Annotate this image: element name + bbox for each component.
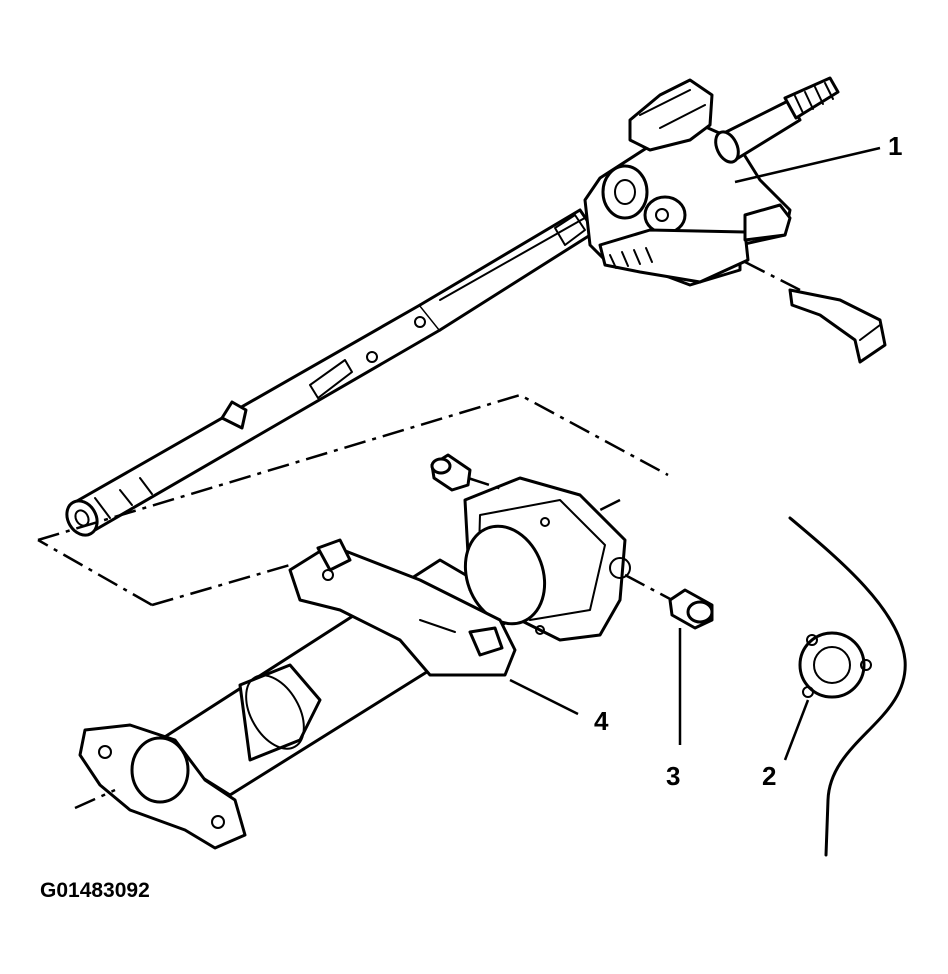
callout-2: 2	[762, 761, 776, 791]
upper-column-housing	[583, 76, 840, 287]
callout-3: 3	[666, 761, 680, 791]
lower-column-jacket	[74, 476, 631, 850]
callout-1: 1	[888, 131, 902, 161]
detail-view-bearing	[788, 516, 907, 857]
phantom-outline	[37, 393, 669, 607]
leader-4	[509, 678, 579, 716]
leader-2	[783, 699, 810, 761]
bushing-part-3	[624, 573, 714, 630]
steering-shaft-assembly	[65, 208, 597, 537]
leader-1	[734, 146, 881, 184]
lock-clip-part	[744, 260, 887, 364]
callout-4: 4	[594, 706, 609, 736]
bushing-upper	[430, 453, 506, 492]
figure-id-label: G01483092	[40, 879, 150, 902]
